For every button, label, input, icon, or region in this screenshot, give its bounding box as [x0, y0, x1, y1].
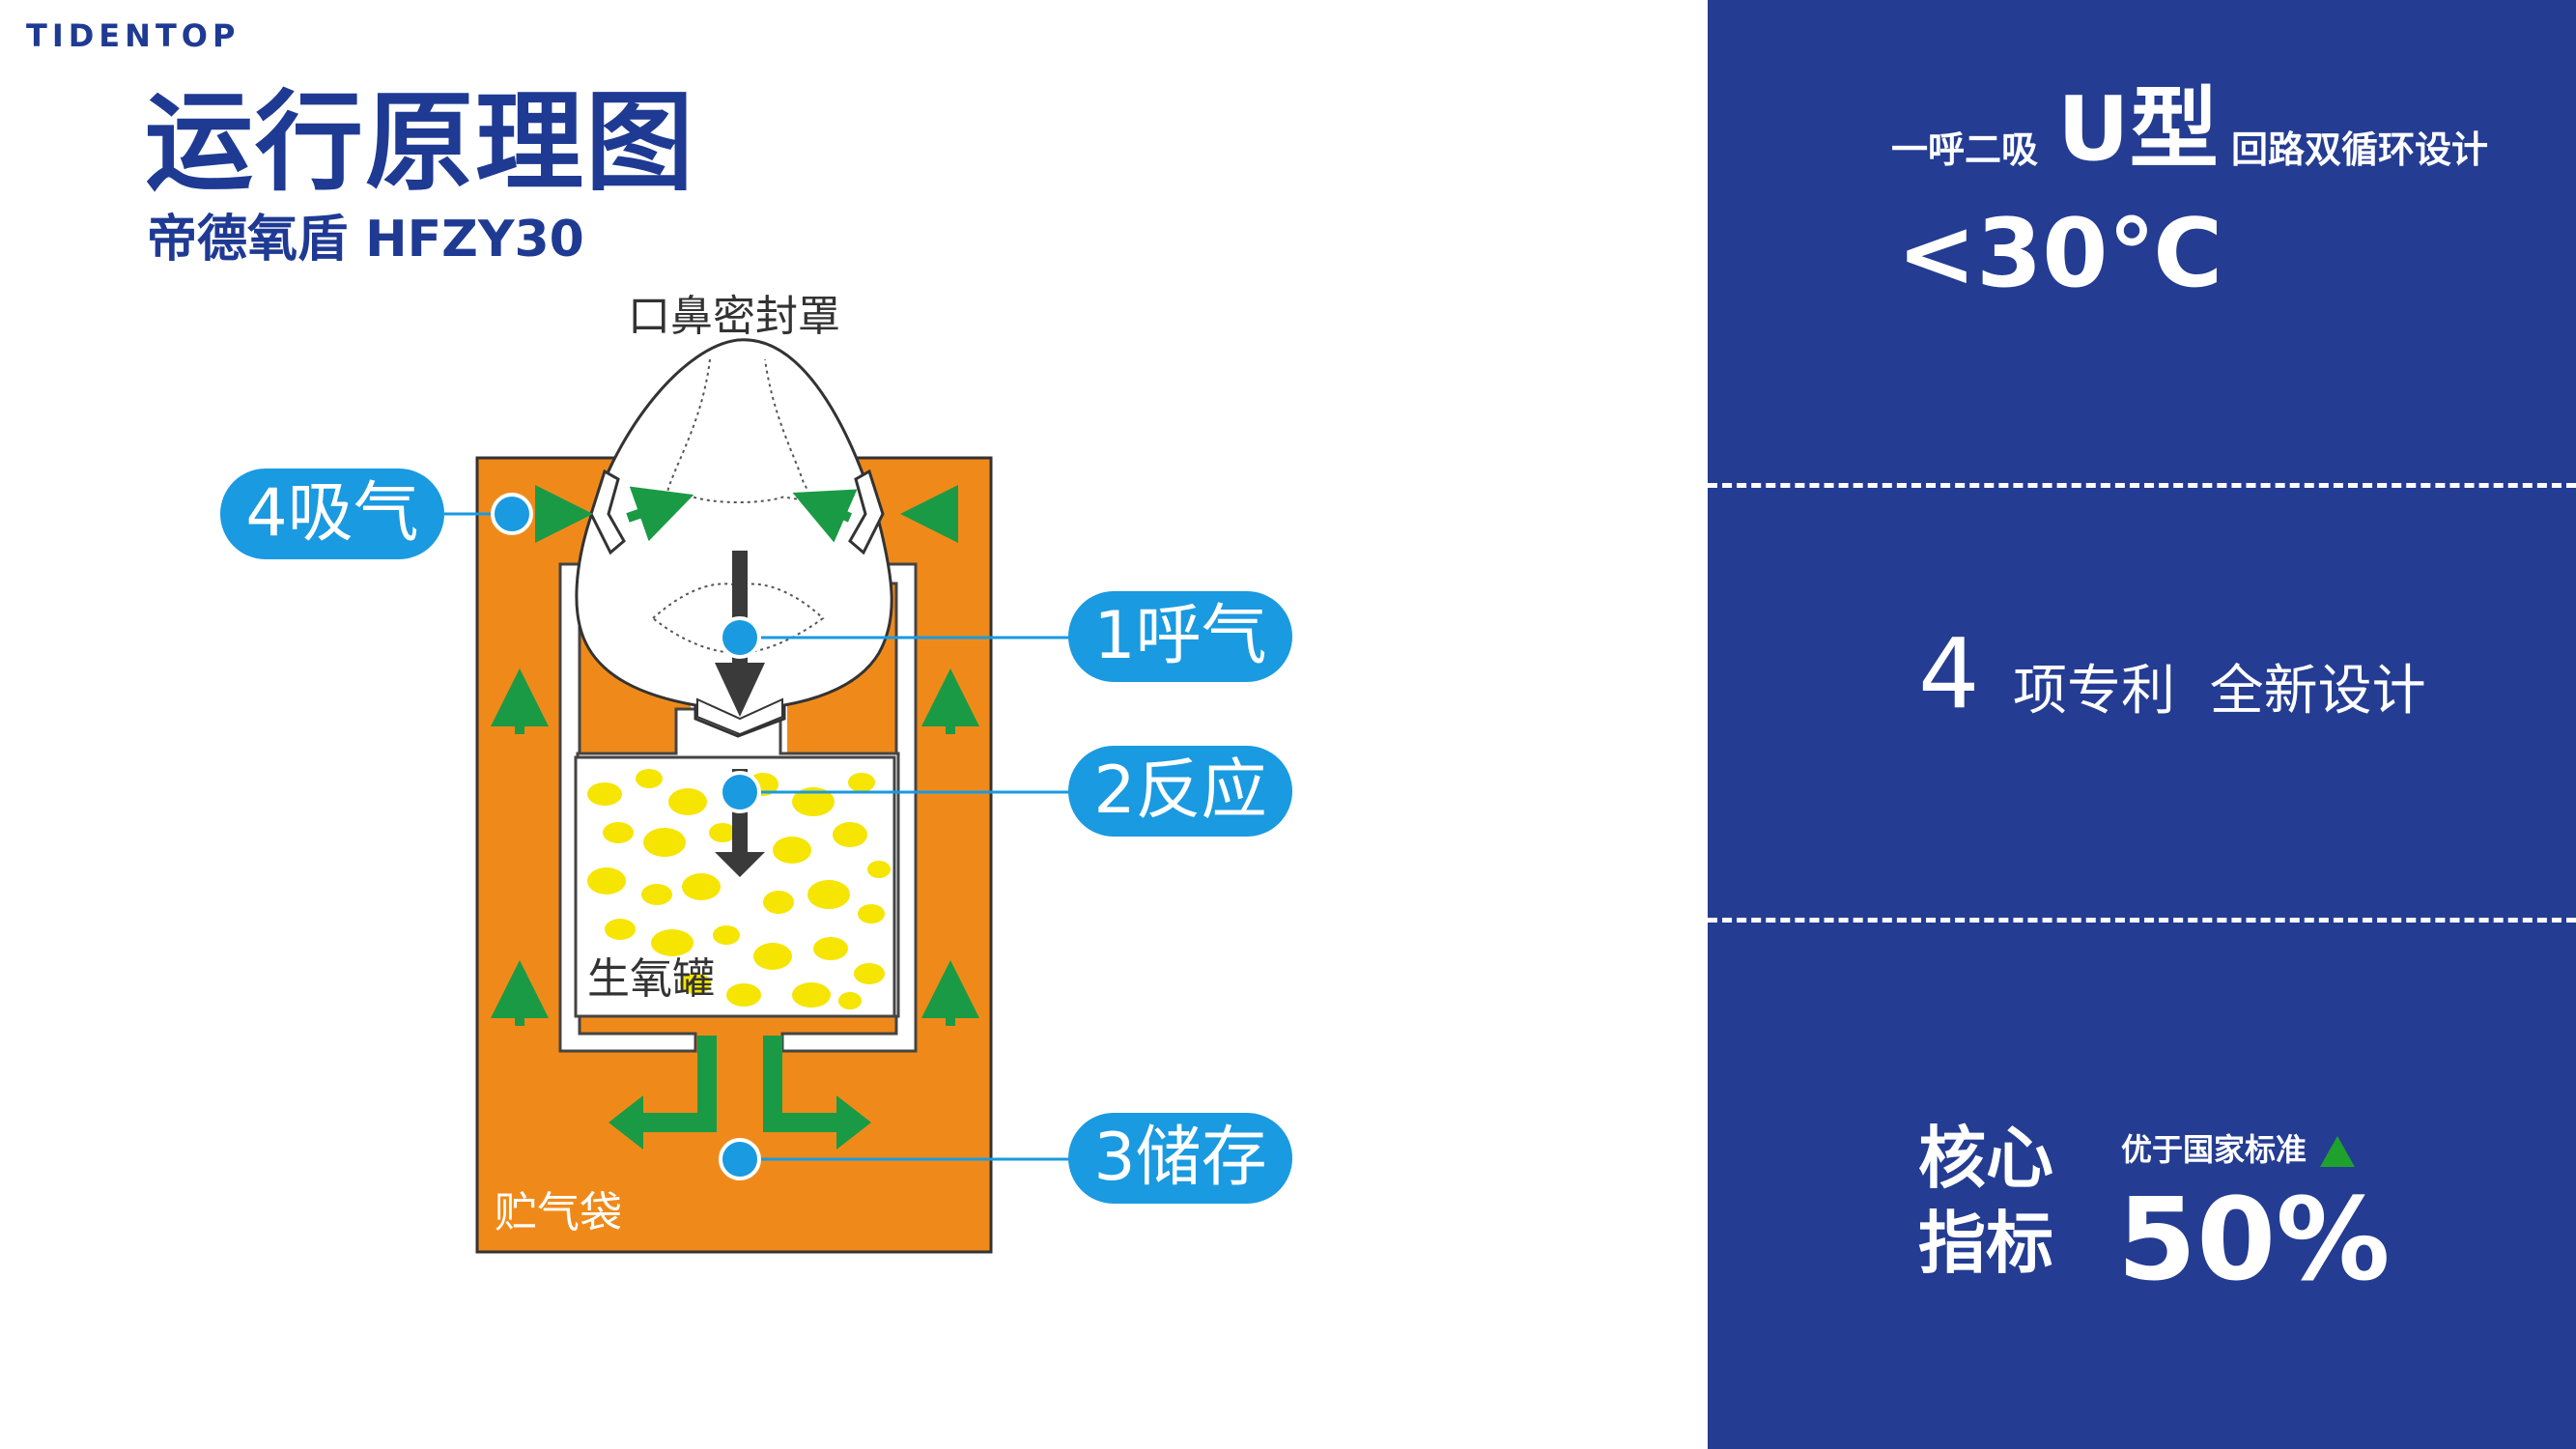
feature1-suffix: 回路双循环设计: [2231, 128, 2489, 171]
granules: [587, 769, 891, 1009]
callout-exhale: 1呼气: [1068, 591, 1292, 682]
feature2-number: 4: [1918, 617, 1980, 730]
feature1-highlight: U型: [2057, 77, 2219, 181]
feature3-note-row: 优于国家标准: [2121, 1131, 2356, 1168]
feature1-temp: <30℃: [1897, 199, 2223, 309]
feature3-note: 优于国家标准: [2121, 1131, 2307, 1168]
up-triangle-icon: [2320, 1136, 2356, 1167]
callout-storage: 3储存: [1068, 1113, 1292, 1204]
feature3-value: 50%: [2117, 1173, 2391, 1306]
feature2-text: 项专利 全新设计: [2013, 660, 2426, 723]
brand-logo: TIDENTOP: [26, 17, 241, 54]
bag-label: 贮气袋: [495, 1188, 622, 1237]
mask-label: 口鼻密封罩: [628, 292, 840, 341]
section-divider-2: [1708, 918, 2576, 923]
section-divider-1: [1708, 483, 2576, 488]
feature3-label-line1: 核心: [1918, 1119, 2053, 1198]
page-title: 运行原理图: [145, 80, 695, 206]
callout-inhale: 4吸气: [220, 469, 444, 559]
page-subtitle: 帝德氧盾 HFZY30: [147, 211, 584, 269]
canister-label: 生氧罐: [587, 954, 715, 1004]
operation-diagram: [444, 338, 1070, 1254]
feature1-prefix: 一呼二吸: [1891, 128, 2039, 171]
callout-reaction: 2反应: [1068, 746, 1292, 837]
feature-panel: 一呼二吸 U型 回路双循环设计 <30℃ 4 项专利 全新设计 核心 指标 优于…: [1708, 0, 2576, 1449]
feature3-label-line2: 指标: [1918, 1204, 2053, 1283]
